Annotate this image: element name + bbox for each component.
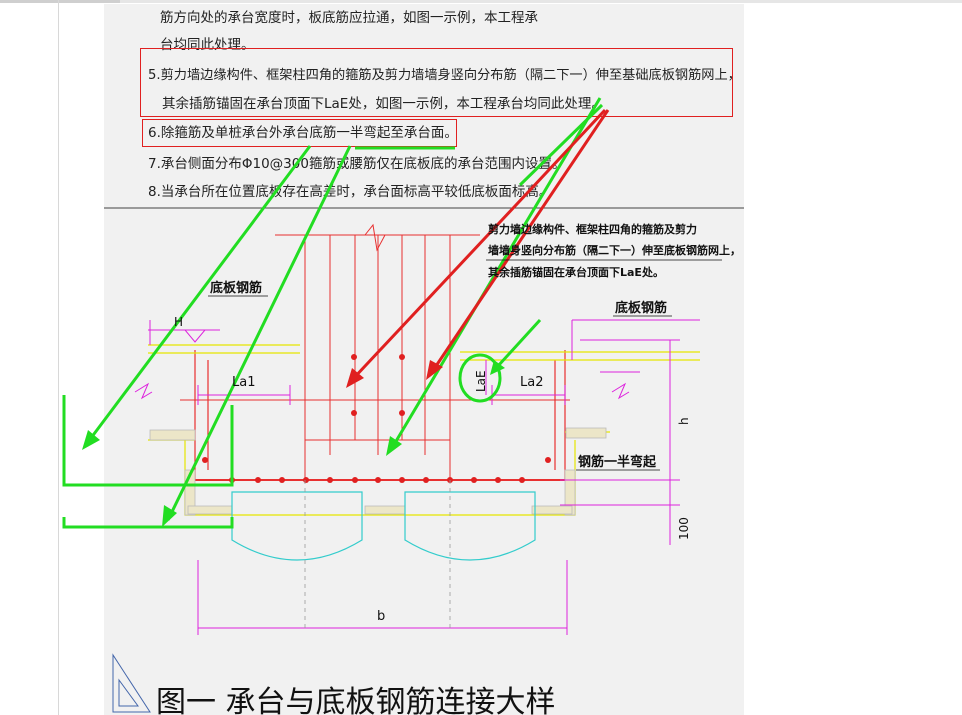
elevation-marker [183, 329, 207, 343]
note-7: 7.承台侧面分布Φ10@300箍筋或腰筋仅在底板底的承台范围内设置。 [148, 156, 566, 172]
note-6: 6.除箍筋及单桩承台外承台底筋一半弯起至承台面。 [148, 125, 458, 141]
red-annotations [350, 108, 610, 382]
note-5-line-2: 其余插筋锚固在承台顶面下LaE处，如图一示例，本工程承台均同此处理。 [162, 96, 605, 112]
highlight-box-note-6 [142, 119, 457, 147]
note-line-0a: 筋方向处的承台宽度时，板底筋应拉通，如图一示例，本工程承 [160, 10, 538, 26]
label-La1: La1 [232, 375, 255, 390]
callout-text-1: 剪力墙边缘构件、框架柱四角的箍筋及剪力 [488, 222, 697, 236]
piles [231, 491, 536, 561]
label-b: b [377, 609, 385, 624]
note-8: 8.当承台所在位置底板存在高差时，承台面标高平较低底板面标高。 [148, 184, 553, 200]
set-square-icon [112, 653, 151, 713]
callout-text-3: 其余插筋锚固在承台顶面下LaE处。 [488, 265, 664, 279]
rebar-dots [202, 354, 551, 483]
label-rebar-bend: 钢筋一半弯起 [578, 454, 657, 470]
green-arrowheads [82, 360, 505, 527]
note-5-line-1: 5.剪力墙边缘构件、框架柱四角的箍筋及剪力墙墙身竖向分布筋（隔二下一）伸至基础底… [148, 68, 741, 83]
window-top-border [0, 0, 962, 3]
figure-title: 图一 承台与底板钢筋连接大样 [156, 685, 556, 715]
green-annotations [62, 97, 604, 529]
dimension-lines [148, 319, 700, 635]
label-La2: La2 [520, 375, 543, 390]
tab-strip-hint [0, 0, 120, 3]
page-margin-line [58, 0, 59, 715]
highlight-box-note-5 [140, 48, 733, 117]
label-H: H [174, 315, 183, 329]
label-bottom-slab-left: 底板钢筋 [210, 280, 262, 296]
label-h: h [677, 417, 691, 425]
pile-cap-outline [194, 350, 566, 481]
label-LaE: LaE [474, 370, 488, 392]
label-100: 100 [677, 517, 691, 540]
callout-text-2: 墙墙身竖向分布筋（隔二下一）伸至底板钢筋网上， [488, 243, 741, 257]
cushion-layer [149, 427, 607, 516]
label-bottom-slab-right: 底板钢筋 [615, 300, 667, 316]
column-rebar [180, 235, 570, 480]
note-line-0b: 台均同此处理。 [160, 37, 255, 53]
